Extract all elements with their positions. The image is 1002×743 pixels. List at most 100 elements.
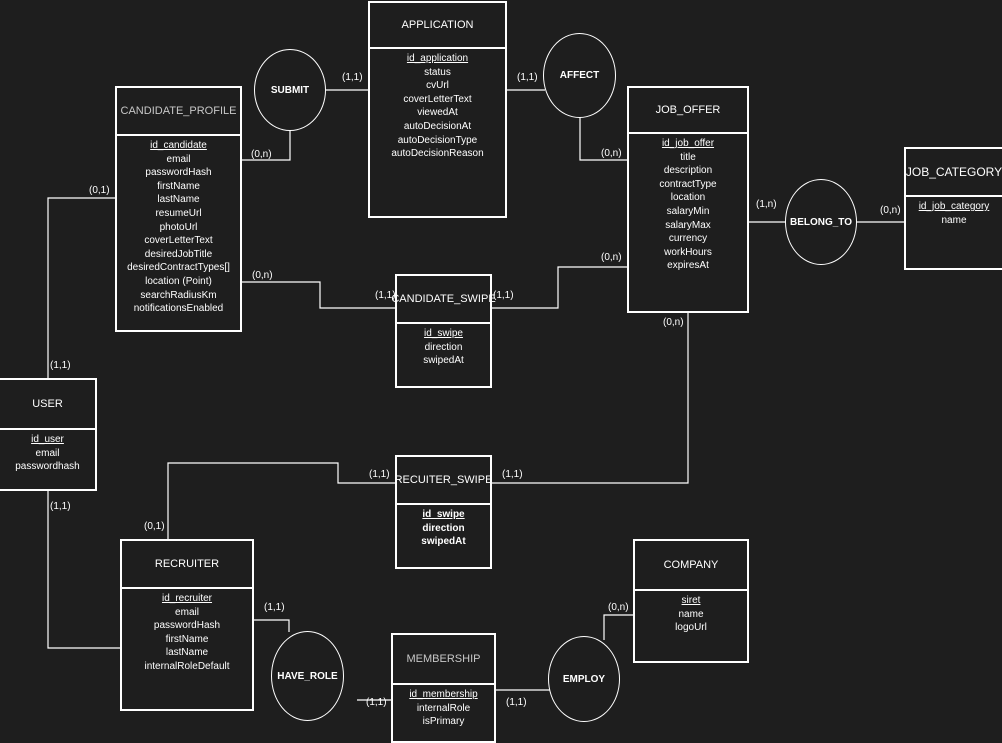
cardinality-label: (0,n) (601, 148, 622, 159)
line-recruiter-rswipe (167, 462, 396, 540)
cardinality-label: (1,1) (50, 501, 71, 512)
attribute: coverLetterText (403, 93, 472, 105)
cardinality-label: (1,1) (502, 469, 523, 480)
attribute: swipedAt (423, 355, 464, 367)
cardinality-label: (1,1) (375, 290, 396, 301)
attribute: workHours (664, 246, 712, 258)
line-user-recruiter (47, 490, 121, 649)
primary-key-attribute: id_job_offer (661, 138, 715, 149)
attribute: autoDecisionAt (403, 120, 472, 132)
attribute: photoUrl (159, 221, 198, 233)
relationship-employ[interactable]: EMPLOY (548, 636, 620, 722)
entity-title: RECUITER_SWIPE (395, 457, 492, 505)
attribute: firstName (157, 180, 200, 192)
primary-key-attribute: id_swipe (422, 509, 465, 520)
entity-title: CANDIDATE_PROFILE (117, 88, 240, 136)
primary-key-attribute: id_job_category (918, 201, 990, 212)
attribute: passwordhash (15, 461, 80, 473)
primary-key-attribute: id_swipe (424, 328, 463, 339)
cardinality-label: (1,1) (50, 360, 71, 371)
attribute: logoUrl (675, 622, 707, 634)
line-user-candidate (47, 197, 117, 379)
entity-title: APPLICATION (370, 3, 505, 49)
attribute: desiredJobTitle (144, 248, 213, 260)
cardinality-label: (1,1) (493, 290, 514, 301)
attribute: name (941, 214, 967, 226)
attribute: cvUrl (426, 80, 449, 92)
line-affect-job-offer (579, 117, 628, 161)
entity-title: CANDIDATE_SWIPE (391, 276, 496, 324)
cardinality-label: (0,1) (144, 521, 165, 532)
entity-title: COMPANY (635, 541, 747, 591)
attribute: description (663, 165, 713, 177)
attribute: salaryMin (666, 205, 710, 217)
attribute: location (670, 192, 706, 204)
attribute: salaryMax (665, 219, 711, 231)
attribute-list: id_swipe direction swipedAt (397, 324, 490, 386)
attribute: autoDecisionType (397, 134, 478, 146)
cardinality-label: (1,1) (369, 469, 390, 480)
line-job-offer-rswipe (491, 312, 689, 484)
entity-title: JOB_OFFER (629, 88, 747, 134)
attribute: title (680, 151, 696, 163)
attribute: contractType (659, 178, 717, 190)
line-cswipe-job-offer (491, 266, 628, 309)
attribute: desiredContractTypes[] (127, 262, 230, 274)
cardinality-label: (1,1) (366, 697, 387, 708)
entity-title: USER (0, 380, 95, 430)
attribute: passwordHash (145, 167, 212, 179)
attribute: status (424, 66, 451, 78)
cardinality-label: (1,1) (264, 602, 285, 613)
attribute: resumeUrl (155, 207, 202, 219)
attribute: swipedAt (421, 536, 466, 548)
primary-key-attribute: id_application (406, 53, 469, 64)
cardinality-label: (0,n) (601, 252, 622, 263)
attribute: email (166, 153, 191, 165)
entity-candidate-swipe[interactable]: CANDIDATE_SWIPE id_swipe direction swipedA… (391, 274, 496, 388)
attribute: expiresAt (667, 260, 709, 272)
attribute: passwordHash (153, 620, 221, 632)
cardinality-label: (0,n) (252, 270, 273, 281)
line-recruiter-have-role (253, 619, 290, 632)
attribute: email (175, 606, 199, 618)
cardinality-label: (1,n) (756, 199, 777, 210)
attribute: location (Point) (145, 275, 212, 287)
cardinality-label: (0,n) (880, 205, 901, 216)
relationship-have-role[interactable]: HAVE_ROLE (271, 631, 344, 721)
relationship-belong-to[interactable]: BELONG_TO (785, 179, 857, 265)
relationship-affect[interactable]: AFFECT (543, 33, 616, 118)
cardinality-label: (0,n) (663, 317, 684, 328)
line-candidate-cswipe (241, 281, 396, 309)
cardinality-label: (1,1) (342, 72, 363, 83)
attribute: isPrimary (422, 716, 465, 728)
attribute: viewedAt (417, 107, 458, 119)
attribute: firstName (165, 633, 209, 645)
relationship-submit[interactable]: SUBMIT (254, 49, 326, 131)
attribute: internalRole (416, 702, 471, 714)
entity-title: MEMBERSHIP (393, 635, 494, 685)
attribute: name (678, 608, 704, 620)
primary-key-attribute: id_user (31, 434, 64, 445)
primary-key-attribute: id_candidate (150, 140, 207, 151)
primary-key-attribute: id_recruiter (161, 593, 213, 604)
attribute: direction (424, 341, 463, 353)
attribute: searchRadiusKm (140, 289, 217, 301)
line-submit-candidate (241, 130, 291, 161)
